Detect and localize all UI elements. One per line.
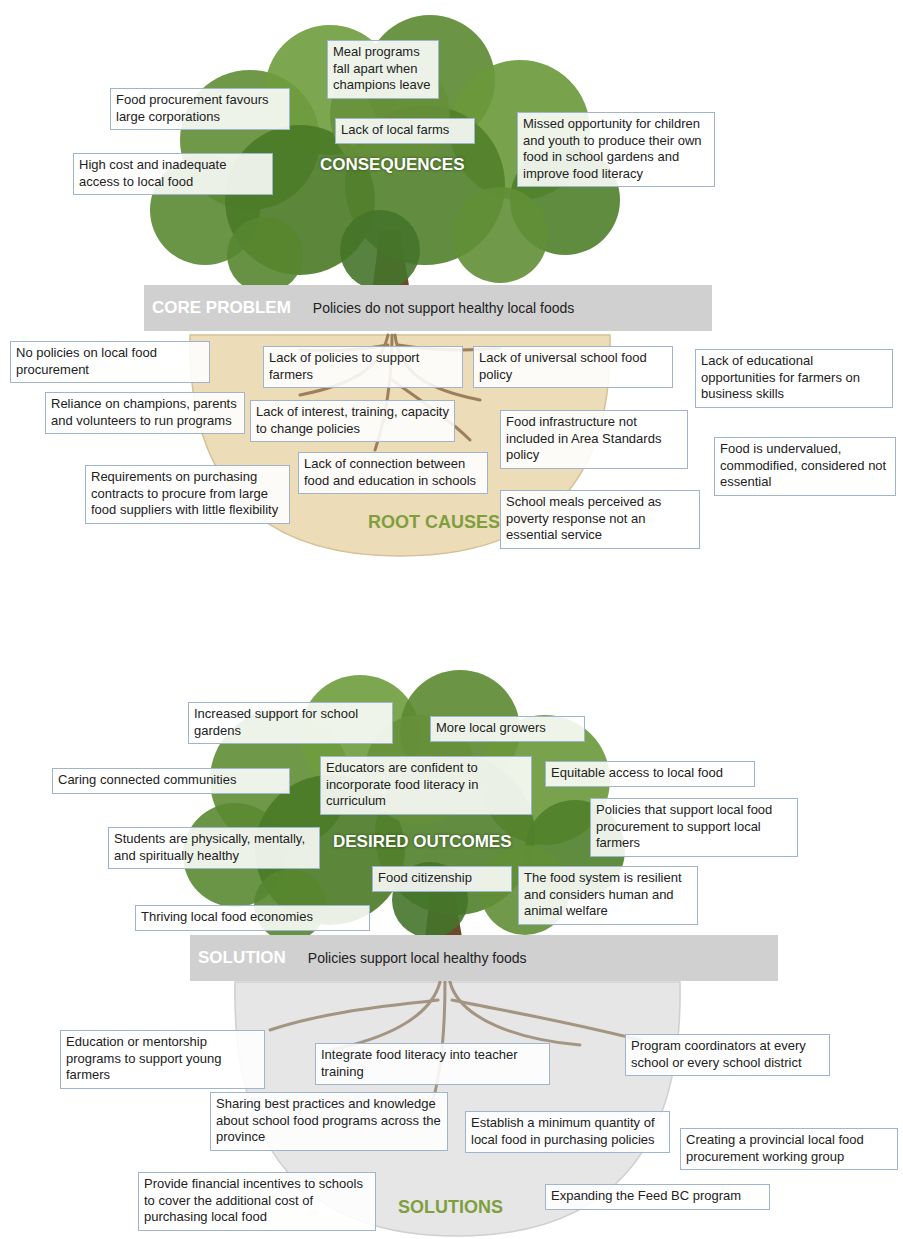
box-text: Program coordinators at every school or … (631, 1038, 824, 1071)
text-box: Lack of connection between food and educ… (298, 452, 488, 494)
box-text: Expanding the Feed BC program (551, 1188, 764, 1205)
box-text: Food citizenship (378, 870, 506, 887)
box-text: Caring connected communities (58, 772, 284, 789)
band-text: Policies do not support healthy local fo… (313, 300, 575, 316)
text-box: The food system is resilient and conside… (518, 866, 698, 925)
text-box: Meal programs fall apart when champions … (327, 40, 439, 99)
statement-band: SOLUTION Policies support local healthy f… (190, 935, 778, 981)
text-box: Equitable access to local food (545, 761, 755, 787)
band-heading: CORE PROBLEM (152, 298, 291, 318)
section-label: DESIRED OUTCOMES (333, 832, 512, 852)
box-text: Food procurement favours large corporati… (116, 92, 284, 125)
text-box: Food citizenship (372, 866, 512, 892)
text-box: Reliance on champions, parents and volun… (45, 392, 245, 434)
box-text: Creating a provincial local food procure… (686, 1132, 892, 1165)
text-box: Expanding the Feed BC program (545, 1184, 770, 1210)
box-text: Lack of universal school food policy (479, 350, 667, 383)
text-box: Education or mentorship programs to supp… (60, 1030, 265, 1089)
text-box: Requirements on purchasing contracts to … (85, 465, 290, 524)
roots (270, 982, 640, 1110)
text-box: High cost and inadequate access to local… (73, 153, 273, 195)
section-label: ROOT CAUSES (368, 512, 500, 533)
box-text: Lack of local farms (341, 122, 469, 139)
text-box: Establish a minimum quantity of local fo… (465, 1111, 670, 1153)
text-box: Sharing best practices and knowledge abo… (210, 1092, 448, 1151)
box-text: Food is undervalued, commodified, consid… (720, 441, 890, 491)
box-text: Education or mentorship programs to supp… (66, 1034, 259, 1084)
band-text: Policies support local healthy foods (308, 950, 527, 966)
box-text: Food infrastructure not included in Area… (506, 414, 682, 464)
box-text: Lack of interest, training, capacity to … (256, 404, 449, 437)
text-box: Program coordinators at every school or … (625, 1034, 830, 1076)
text-box: Creating a provincial local food procure… (680, 1128, 898, 1170)
box-text: Thriving local food economies (141, 909, 364, 926)
text-box: No policies on local food procurement (10, 341, 210, 383)
text-box: School meals perceived as poverty respon… (500, 490, 700, 549)
box-text: Policies that support local food procure… (596, 802, 792, 852)
box-text: Meal programs fall apart when champions … (333, 44, 433, 94)
text-box: Missed opportunity for children and yout… (517, 112, 715, 187)
section-label: SOLUTIONS (398, 1197, 503, 1218)
text-box: Increased support for school gardens (188, 702, 393, 744)
text-box: Lack of educational opportunities for fa… (695, 349, 893, 408)
box-text: Educators are confident to incorporate f… (326, 760, 526, 810)
text-box: Integrate food literacy into teacher tra… (315, 1043, 550, 1085)
box-text: Establish a minimum quantity of local fo… (471, 1115, 664, 1148)
section-label: CONSEQUENCES (320, 155, 465, 175)
text-box: Lack of policies to support farmers (263, 346, 463, 388)
box-text: More local growers (436, 720, 579, 737)
text-box: Lack of local farms (335, 118, 475, 144)
text-box: Lack of interest, training, capacity to … (250, 400, 455, 442)
text-box: Lack of universal school food policy (473, 346, 673, 388)
text-box: Caring connected communities (52, 768, 290, 794)
text-box: Policies that support local food procure… (590, 798, 798, 857)
box-text: School meals perceived as poverty respon… (506, 494, 694, 544)
box-text: Sharing best practices and knowledge abo… (216, 1096, 442, 1146)
box-text: Lack of educational opportunities for fa… (701, 353, 887, 403)
box-text: Lack of policies to support farmers (269, 350, 457, 383)
text-box: Food procurement favours large corporati… (110, 88, 290, 130)
box-text: The food system is resilient and conside… (524, 870, 692, 920)
box-text: Requirements on purchasing contracts to … (91, 469, 284, 519)
statement-band: CORE PROBLEM Policies do not support heal… (144, 285, 712, 331)
text-box: Food infrastructure not included in Area… (500, 410, 688, 469)
box-text: Equitable access to local food (551, 765, 749, 782)
text-box: Thriving local food economies (135, 905, 370, 931)
band-heading: SOLUTION (198, 948, 286, 968)
box-text: Increased support for school gardens (194, 706, 387, 739)
box-text: High cost and inadequate access to local… (79, 157, 267, 190)
text-box: Students are physically, mentally, and s… (108, 827, 320, 869)
box-text: Students are physically, mentally, and s… (114, 831, 314, 864)
box-text: Lack of connection between food and educ… (304, 456, 482, 489)
text-box: Food is undervalued, commodified, consid… (714, 437, 896, 496)
text-box: More local growers (430, 716, 585, 742)
box-text: Integrate food literacy into teacher tra… (321, 1047, 544, 1080)
text-box: Provide financial incentives to schools … (138, 1172, 376, 1231)
box-text: Reliance on champions, parents and volun… (51, 396, 239, 429)
box-text: No policies on local food procurement (16, 345, 204, 378)
box-text: Provide financial incentives to schools … (144, 1176, 370, 1226)
text-box: Educators are confident to incorporate f… (320, 756, 532, 815)
box-text: Missed opportunity for children and yout… (523, 116, 709, 182)
